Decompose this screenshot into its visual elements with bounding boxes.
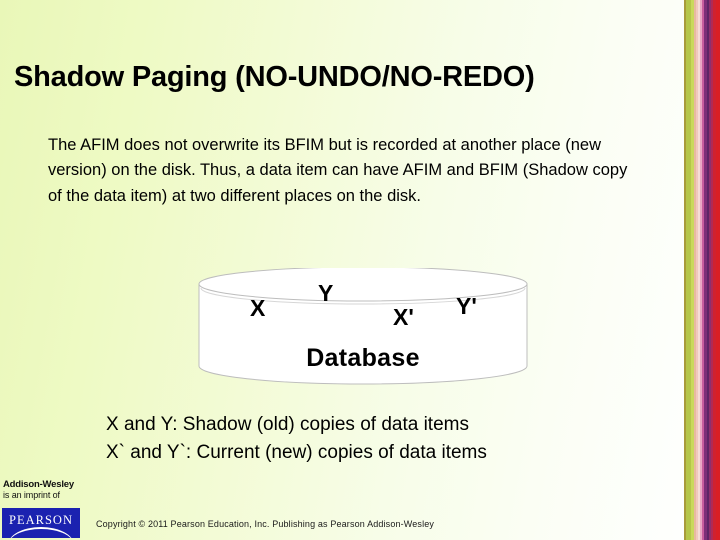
diagram-label-x: X bbox=[250, 295, 266, 321]
legend-line-shadow-copies: X and Y: Shadow (old) copies of data ite… bbox=[106, 414, 469, 435]
stripe-5 bbox=[697, 0, 700, 540]
stripe-10 bbox=[708, 0, 711, 540]
slide-body-text: The AFIM does not overwrite its BFIM but… bbox=[48, 135, 628, 205]
cylinder-shape-icon bbox=[198, 268, 528, 385]
pearson-logo: PEARSON bbox=[2, 508, 80, 538]
stripe-11 bbox=[710, 0, 713, 540]
stripe-0 bbox=[684, 0, 686, 540]
imprint-subtitle: is an imprint of bbox=[3, 490, 60, 500]
stripe-6 bbox=[699, 0, 702, 540]
stripe-4 bbox=[695, 0, 698, 540]
legend-block: X and Y: Shadow (old) copies of data ite… bbox=[106, 411, 626, 467]
pearson-arc-icon bbox=[8, 527, 74, 538]
database-cylinder-diagram: X Y X' Y' Database bbox=[198, 268, 528, 388]
stripe-12 bbox=[712, 0, 716, 540]
stripe-13 bbox=[715, 0, 720, 540]
diagram-label-y: Y bbox=[318, 280, 334, 306]
slide-title: Shadow Paging (NO-UNDO/NO-REDO) bbox=[14, 61, 535, 94]
diagram-label-x-prime: X' bbox=[393, 304, 414, 330]
addison-wesley-imprint: Addison-Wesley is an imprint of bbox=[3, 479, 93, 501]
diagram-label-y-prime: Y' bbox=[456, 293, 477, 319]
decorative-stripe-bar bbox=[684, 0, 720, 540]
pearson-wordmark: PEARSON bbox=[9, 513, 73, 527]
stripe-8 bbox=[703, 0, 707, 540]
diagram-caption-database: Database bbox=[306, 344, 420, 372]
copyright-notice: Copyright © 2011 Pearson Education, Inc.… bbox=[96, 519, 435, 529]
stripe-2 bbox=[690, 0, 694, 540]
stripe-3 bbox=[693, 0, 696, 540]
stripe-1 bbox=[686, 0, 691, 540]
legend-line-current-copies: X` and Y`: Current (new) copies of data … bbox=[106, 442, 487, 463]
stripe-9 bbox=[706, 0, 709, 540]
stripe-7 bbox=[701, 0, 704, 540]
imprint-name: Addison-Wesley bbox=[3, 479, 74, 490]
